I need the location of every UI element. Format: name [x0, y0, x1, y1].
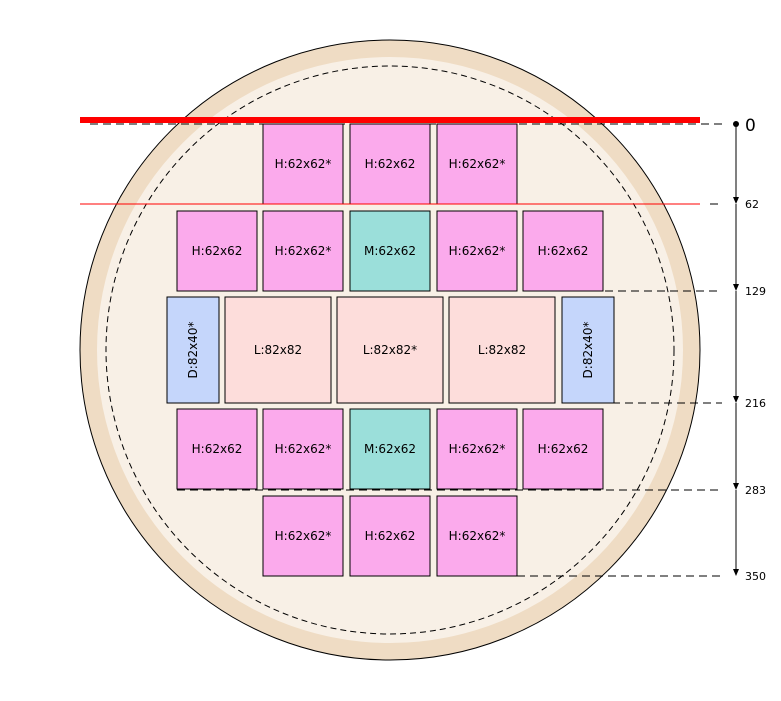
scale-origin-label: 0 [745, 116, 756, 136]
die-h [176, 210, 258, 292]
die-h [262, 210, 344, 292]
die-h [262, 408, 344, 490]
die-label: H:62x62 [538, 244, 589, 258]
die-label: H:62x62 [192, 244, 243, 258]
height-scale: 0 62 129 216 283 350 [733, 116, 766, 583]
die-h [349, 495, 431, 577]
die-label: H:62x62* [449, 244, 506, 258]
die-h [436, 210, 518, 292]
die-label: M:62x62 [364, 442, 416, 456]
die-label: H:62x62* [449, 157, 506, 171]
die-label: D:82x40* [186, 322, 200, 379]
die-h [522, 408, 604, 490]
die-h [262, 123, 344, 205]
die-h [176, 408, 258, 490]
die-label: H:62x62* [275, 442, 332, 456]
scale-arrow [733, 569, 739, 576]
die-h [436, 408, 518, 490]
die-label: L:82x82 [254, 343, 302, 357]
die-d [561, 296, 615, 404]
die-label: D:82x40* [581, 322, 595, 379]
die-h [349, 123, 431, 205]
die-label: H:62x62 [365, 157, 416, 171]
die-label: H:62x62 [538, 442, 589, 456]
die-label: H:62x62 [365, 529, 416, 543]
die-l [224, 296, 332, 404]
scale-tick-label: 62 [745, 198, 759, 211]
scale-arrow [733, 197, 739, 204]
wafer-usable-boundary [105, 65, 675, 635]
die-label: H:62x62 [192, 442, 243, 456]
die-label: L:82x82* [363, 343, 417, 357]
scale-tick-label: 129 [745, 285, 766, 298]
die-m [349, 210, 431, 292]
scale-tick-label: 216 [745, 397, 766, 410]
die-m [349, 408, 431, 490]
scale-tick-label: 350 [745, 570, 766, 583]
die-label: H:62x62* [449, 529, 506, 543]
die-h [262, 495, 344, 577]
die-d [166, 296, 220, 404]
die-l [448, 296, 556, 404]
die-h [436, 495, 518, 577]
die-label: L:82x82 [478, 343, 526, 357]
die-label: M:62x62 [364, 244, 416, 258]
die-h [522, 210, 604, 292]
die-label: H:62x62* [275, 157, 332, 171]
die-label: H:62x62* [275, 529, 332, 543]
die-label: H:62x62* [449, 442, 506, 456]
scale-arrow [733, 483, 739, 490]
die-l [336, 296, 444, 404]
scale-arrow [733, 396, 739, 403]
row-boundary-guides [90, 123, 722, 577]
scale-tick-label: 283 [745, 484, 766, 497]
die-label: H:62x62* [275, 244, 332, 258]
scale-arrow [733, 284, 739, 291]
